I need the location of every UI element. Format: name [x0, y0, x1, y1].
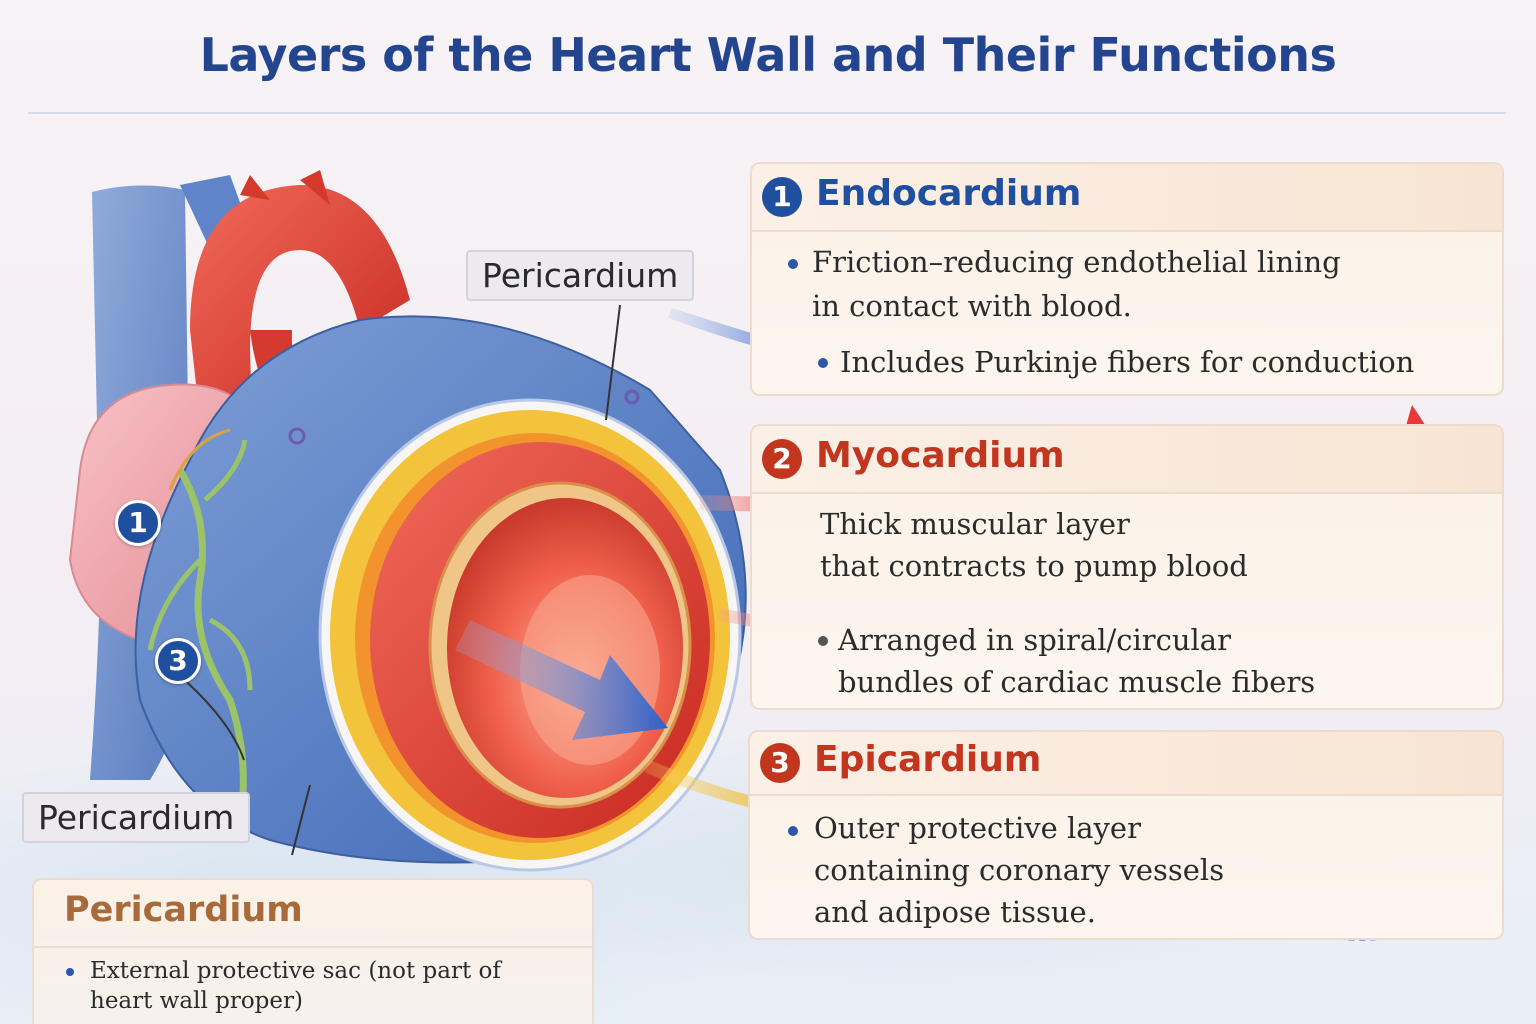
epicardium-panel: 3 Epicardium Outer protective layer cont…	[748, 730, 1504, 940]
title-divider	[28, 112, 1506, 114]
pericardium-divider	[34, 946, 594, 948]
myocardium-panel: 2 Myocardium Thick muscular layer that c…	[750, 424, 1504, 710]
bullet-dot	[818, 636, 828, 646]
pericardium-left-pointer	[291, 784, 311, 856]
pericardium-top-label: Pericardium	[466, 250, 695, 301]
epicardium-number: 3	[760, 743, 800, 783]
pericardium-left-label: Pericardium	[22, 792, 251, 843]
page-title: Layers of the Heart Wall and Their Funct…	[199, 28, 1337, 82]
endocardium-bullet1-line2: in contact with blood.	[812, 289, 1132, 323]
coronary-vessel	[176, 468, 247, 821]
pericardium-panel: Pericardium External protective sac (not…	[32, 878, 594, 1024]
marker-endocardium: 1	[115, 500, 161, 546]
aorta-arch	[190, 185, 410, 420]
endocardium-header: 1 Endocardium	[752, 164, 1502, 232]
pericardium-title: Pericardium	[64, 890, 303, 930]
epicardium-title: Epicardium	[814, 739, 1042, 780]
epicardium-header: 3 Epicardium	[750, 732, 1502, 796]
endocardium-bullet2: Includes Purkinje fibers for conduction	[840, 345, 1415, 379]
myocardium-bullet2-line1: Arranged in spiral/circular	[838, 623, 1231, 657]
pericardium-bullet1-line1: External protective sac (not part of	[90, 958, 501, 984]
myocardium-bullet1-line1: Thick muscular layer	[820, 507, 1130, 541]
pericardium-top-pointer	[605, 304, 621, 421]
myocardium-title: Myocardium	[816, 435, 1065, 476]
pericardium-bullet1-line2: heart wall proper)	[90, 988, 303, 1014]
endocardium-title: Endocardium	[816, 173, 1082, 214]
epicardium-bullet1-line2: containing coronary vessels	[814, 853, 1225, 887]
epicardium-bullet1-line1: Outer protective layer	[814, 811, 1141, 845]
endocardium-number: 1	[762, 177, 802, 217]
bullet-dot	[788, 826, 798, 836]
myocardium-bullet2-line2: bundles of cardiac muscle fibers	[838, 665, 1316, 699]
blood-flow-arrow	[455, 620, 668, 740]
myocardium-number: 2	[762, 439, 802, 479]
endocardium-bullet1-line1: Friction–reducing endothelial lining	[812, 245, 1341, 279]
endocardium-panel: 1 Endocardium Friction–reducing endothel…	[750, 162, 1504, 396]
epicardium-bullet1-line3: and adipose tissue.	[814, 895, 1096, 929]
myocardium-header: 2 Myocardium	[752, 426, 1502, 494]
bullet-dot	[818, 358, 828, 368]
heart-wall-cross-section	[318, 398, 742, 872]
bullet-dot	[788, 259, 798, 269]
myocardium-bullet1-line2: that contracts to pump blood	[820, 549, 1248, 583]
bullet-dot	[66, 968, 74, 976]
marker-epicardium: 3	[155, 638, 201, 684]
